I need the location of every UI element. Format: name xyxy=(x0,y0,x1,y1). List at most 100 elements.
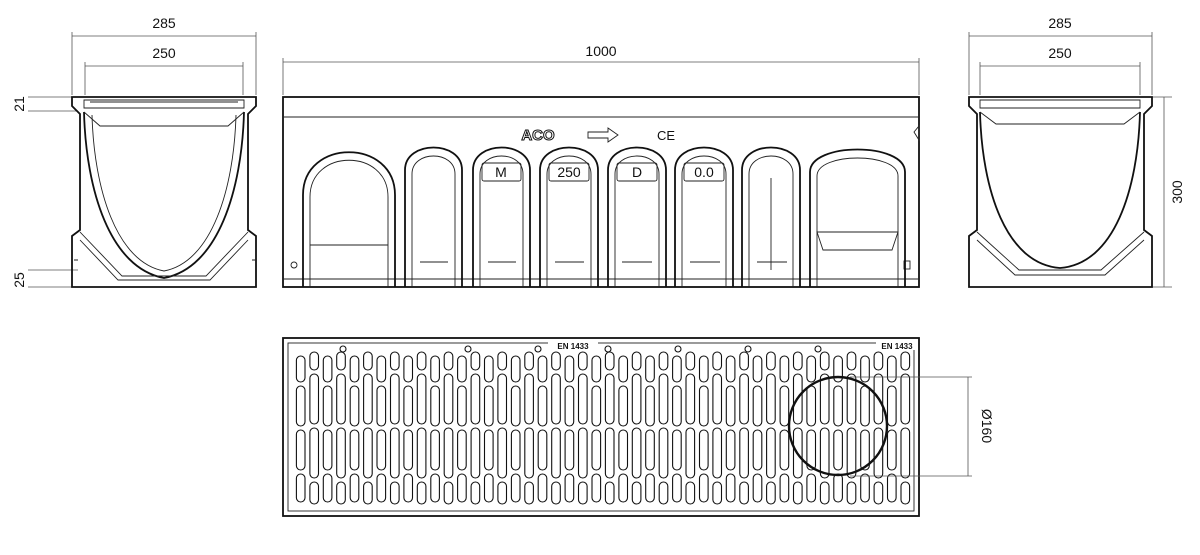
grating-bolt xyxy=(339,345,347,353)
grating-slot xyxy=(725,355,736,383)
right-dim-outer: 285 xyxy=(1048,15,1072,31)
grating-slot xyxy=(618,385,629,427)
grating-slot xyxy=(658,373,669,425)
right-dim-height: 300 xyxy=(1169,180,1185,204)
grating-slot xyxy=(430,385,440,427)
grating-slot xyxy=(537,355,548,383)
grating-slot xyxy=(295,429,306,471)
grating-slot xyxy=(860,355,870,383)
grating-slot xyxy=(604,481,615,505)
grating-slot xyxy=(806,429,817,471)
flow-arrow-icon xyxy=(587,127,619,143)
grating-slot xyxy=(416,373,427,425)
right-end-view: 285 250 300 xyxy=(968,15,1185,288)
grating-slot xyxy=(725,385,736,427)
grating-slot xyxy=(497,481,508,505)
grating-slot xyxy=(886,473,897,503)
grating-slot xyxy=(349,429,360,471)
grating-slot xyxy=(363,481,373,505)
grating-slot xyxy=(873,481,884,505)
grating-slot xyxy=(551,351,561,371)
marking-class: D xyxy=(632,164,642,180)
grating-slot xyxy=(349,355,360,383)
grating-slot xyxy=(631,481,642,505)
grating-slot xyxy=(577,427,588,479)
ce-mark: CE xyxy=(657,128,675,143)
channel-markings: ACO CE M 250 D 0.0 xyxy=(481,127,725,182)
grating-slot xyxy=(631,373,642,425)
grating-slot xyxy=(833,429,843,471)
grating-slot xyxy=(403,473,414,503)
marking-width: 250 xyxy=(557,164,581,180)
grating-slot xyxy=(766,373,776,425)
grating-slot xyxy=(363,427,373,479)
grating-slot xyxy=(470,481,481,505)
grating-slot xyxy=(631,427,642,479)
grating-slot xyxy=(591,355,602,383)
right-dim-inner: 250 xyxy=(1048,45,1072,61)
grating-slot xyxy=(631,351,642,371)
grating-bolt xyxy=(464,345,472,353)
grating-slot xyxy=(322,355,333,383)
grating-slot xyxy=(591,473,602,503)
grating-slot xyxy=(470,373,481,425)
grating-slot xyxy=(309,427,320,479)
grating-slot xyxy=(430,473,440,503)
grating-slot xyxy=(564,429,575,471)
outlet-circle xyxy=(787,375,889,477)
grating-slot xyxy=(846,351,857,371)
left-dim-inner: 250 xyxy=(152,45,176,61)
grating-slot xyxy=(618,473,629,503)
grating-slot xyxy=(779,385,790,427)
grating-slot xyxy=(618,429,629,471)
en-marking-left: EN 1433 xyxy=(557,342,589,351)
grating-top-view: EN 1433 EN 1433 Ø160 xyxy=(282,337,995,517)
grating-slot xyxy=(645,429,655,471)
outlet-diameter-dim: Ø160 xyxy=(979,409,995,443)
grating-slot xyxy=(886,429,897,471)
grating-slot xyxy=(295,355,306,383)
grating-bolt xyxy=(604,345,612,353)
grating-slot xyxy=(752,355,763,383)
grating-slot xyxy=(457,429,467,471)
grating-bolt xyxy=(534,345,542,353)
grating-slot xyxy=(349,473,360,503)
grating-slot xyxy=(376,473,387,503)
grating-slot xyxy=(752,473,763,503)
grating-slot xyxy=(672,385,682,427)
left-end-view: 285 250 21 25 xyxy=(11,15,257,288)
grating-bolt xyxy=(744,345,752,353)
grating-slot xyxy=(524,351,534,371)
grating-slot xyxy=(833,385,843,427)
grating-slot xyxy=(766,351,776,371)
grating-slot xyxy=(886,385,897,427)
grating-slot xyxy=(524,481,534,505)
en-marking-right: EN 1433 xyxy=(881,342,913,351)
grating-slot xyxy=(698,355,709,383)
grating-slot xyxy=(416,481,427,505)
grating-slot xyxy=(672,355,682,383)
grating-slot xyxy=(510,385,521,427)
grating-slot xyxy=(645,355,655,383)
grating-slot xyxy=(685,351,696,371)
grating-slot xyxy=(900,481,911,505)
grating-slot xyxy=(336,427,346,479)
grating-slot xyxy=(443,427,454,479)
grating-slot xyxy=(376,355,387,383)
grating-slot xyxy=(510,473,521,503)
grating-slot xyxy=(604,351,615,371)
grating-slot xyxy=(739,427,749,479)
grating-slot xyxy=(336,481,346,505)
grating-slot xyxy=(403,355,414,383)
grating-slot xyxy=(416,427,427,479)
grating-slot xyxy=(604,373,615,425)
grating-slot xyxy=(416,351,427,371)
grating-slot xyxy=(551,481,561,505)
grating-slot xyxy=(779,429,790,471)
side-view: 1000 ACO CE xyxy=(282,43,920,288)
grating-slot xyxy=(470,427,481,479)
grating-slot xyxy=(577,373,588,425)
grating-slot xyxy=(886,355,897,383)
grating-slot xyxy=(376,385,387,427)
